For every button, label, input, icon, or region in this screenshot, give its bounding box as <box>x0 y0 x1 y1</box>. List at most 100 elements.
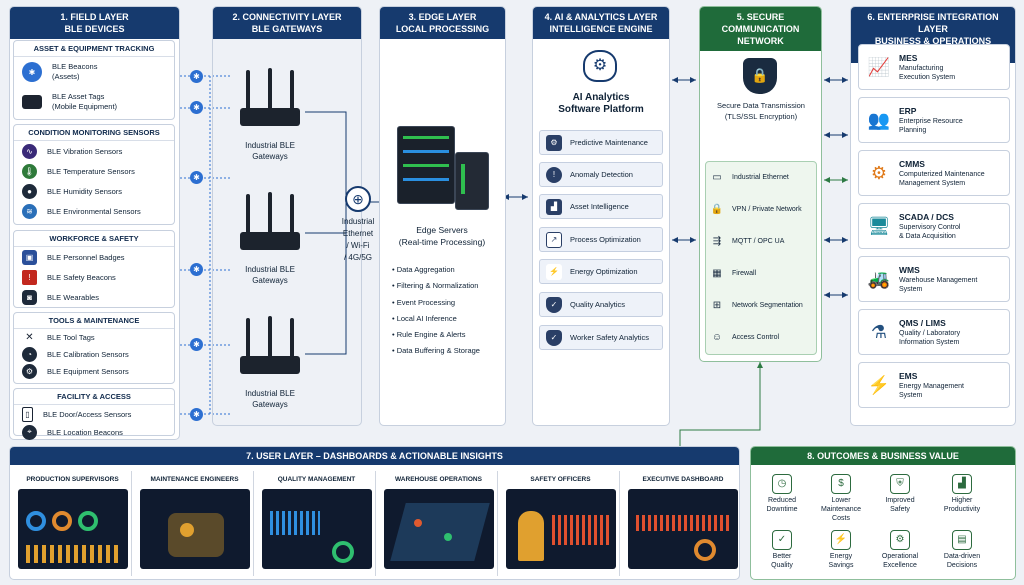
gear-icon: ⚙ <box>22 364 37 379</box>
asset-tag-icon <box>22 95 42 109</box>
ble-asset-tag-item: BLE Asset Tags(Mobile Equipment) <box>14 87 174 117</box>
humidity-sensor-item: ●BLE Humidity Sensors <box>14 181 174 201</box>
alert-icon: ! <box>546 166 562 183</box>
edge-item: • Filtering & Normalization <box>392 281 479 291</box>
shield-icon: ⛨ <box>890 474 910 494</box>
dollar-chart-icon: $ <box>831 474 851 494</box>
bluetooth-icon: ✱ <box>190 171 203 184</box>
edge-layer-header: 3. EDGE LAYER LOCAL PROCESSING <box>380 7 505 39</box>
ai-process-optimization: ↗Process Optimization <box>539 227 663 252</box>
shield-check-icon: ✓ <box>546 329 562 346</box>
environmental-sensor-item: ≋BLE Environmental Sensors <box>14 201 174 221</box>
user-layer-header: 7. USER LAYER – DASHBOARDS & ACTIONABLE … <box>10 447 739 465</box>
droplet-icon: ● <box>22 183 37 199</box>
router-icon <box>236 192 304 262</box>
dashboard-warehouse: WAREHOUSE OPERATIONS <box>380 471 498 576</box>
secure-items-box <box>705 161 817 355</box>
protocol-icon: ⇶ <box>712 235 722 247</box>
edge-item: • Rule Engine & Alerts <box>392 330 466 340</box>
network-icon: ⊞ <box>712 299 722 311</box>
flask-icon: ⚗ <box>870 321 888 342</box>
monitor-icon: 🖥 <box>867 215 891 236</box>
vibration-sensor-item: ∿BLE Vibration Sensors <box>14 141 174 161</box>
vibration-icon: ∿ <box>22 143 37 159</box>
people-icon: 👥 <box>867 109 891 130</box>
lightning-icon: ⚡ <box>867 374 891 395</box>
facility-access-group: FACILITY & ACCESS ▯BLE Door/Access Senso… <box>13 388 175 440</box>
clock-icon: ◷ <box>772 474 792 494</box>
dashboard-maintenance: MAINTENANCE ENGINEERS <box>136 471 254 576</box>
gear-icon: ⚙ <box>546 134 562 151</box>
ai-layer-header: 4. AI & ANALYTICS LAYER INTELLIGENCE ENG… <box>533 7 669 39</box>
secure-vpn: 🔒VPN / Private Network <box>710 203 802 215</box>
tools-maintenance-title: TOOLS & MAINTENANCE <box>14 313 174 329</box>
badge-icon: ▣ <box>22 249 37 265</box>
connectivity-layer-panel: 2. CONNECTIVITY LAYER BLE GATEWAYS <box>212 6 362 426</box>
watch-icon: ◙ <box>22 289 37 305</box>
edge-item: • Data Buffering & Storage <box>392 346 480 356</box>
ai-worker-safety: ✓Worker Safety Analytics <box>539 325 663 350</box>
ai-platform-title: AI Analytics Software Platform <box>558 92 644 115</box>
dashboard-screen <box>262 489 372 569</box>
gauge-icon: ◔ <box>22 347 37 362</box>
bluetooth-icon: ✱ <box>190 101 203 114</box>
workforce-safety-group: WORKFORCE & SAFETY ▣BLE Personnel Badges… <box>13 230 175 308</box>
equipment-sensor-item: ⚙BLE Equipment Sensors <box>14 363 174 380</box>
dashboard-screen <box>384 489 494 569</box>
outcomes-header: 8. OUTCOMES & BUSINESS VALUE <box>751 447 1015 465</box>
location-pin-icon: ⌖ <box>22 424 37 440</box>
router-icon <box>236 68 304 138</box>
door-icon: ▯ <box>22 406 33 422</box>
dashboard-screen <box>140 489 250 569</box>
edge-function-list: • Data Aggregation • Filtering & Normali… <box>392 262 480 360</box>
shield-check-icon: ✓ <box>546 296 562 313</box>
edge-server-image <box>397 120 492 212</box>
lightning-icon: ⚡ <box>546 263 562 280</box>
dashboard-safety: SAFETY OFFICERS <box>502 471 620 576</box>
globe-icon: ⊕ <box>345 186 371 212</box>
lock-icon: 🔒 <box>710 203 724 215</box>
field-layer-header: 1. FIELD LAYER BLE DEVICES <box>10 7 179 39</box>
trend-chart-icon: 📈 <box>867 56 891 77</box>
secure-mqtt: ⇶MQTT / OPC UA <box>710 225 814 257</box>
bluetooth-icon: ✱ <box>190 70 203 83</box>
calibration-sensor-item: ◔BLE Calibration Sensors <box>14 346 174 363</box>
dashboard-production: PRODUCTION SUPERVISORS <box>14 471 132 576</box>
condition-monitoring-group: CONDITION MONITORING SENSORS ∿BLE Vibrat… <box>13 124 175 225</box>
workforce-safety-title: WORKFORCE & SAFETY <box>14 231 174 247</box>
shield-check-icon: ✓ <box>772 530 792 550</box>
bluetooth-icon: ✱ <box>190 338 203 351</box>
edge-item: • Local AI Inference <box>392 313 457 323</box>
bluetooth-icon: ✱ <box>190 263 203 276</box>
dashboard-screen <box>18 489 128 569</box>
gear-icon: ⚙ <box>870 162 888 183</box>
wind-icon: ≋ <box>22 203 37 219</box>
wearable-item: ◙BLE Wearables <box>14 287 174 307</box>
connectivity-layer-header: 2. CONNECTIVITY LAYER BLE GATEWAYS <box>213 7 361 39</box>
ble-beacon-item: ✱ BLE Beacons(Assets) <box>14 57 174 87</box>
lightning-icon: ⚡ <box>831 530 851 550</box>
dashboard-screen <box>628 489 738 569</box>
brain-icon: ⚙ <box>583 50 617 82</box>
firewall-icon: ▦ <box>712 267 722 279</box>
network-globe: ⊕ Industrial Ethernet / Wi-Fi / 4G/5G <box>334 186 382 264</box>
forklift-icon: 🚜 <box>867 268 891 289</box>
facility-access-title: FACILITY & ACCESS <box>14 389 174 405</box>
ethernet-icon: ▭ <box>712 171 722 183</box>
bluetooth-icon: ✱ <box>22 62 42 82</box>
edge-item: • Data Aggregation <box>392 265 455 274</box>
